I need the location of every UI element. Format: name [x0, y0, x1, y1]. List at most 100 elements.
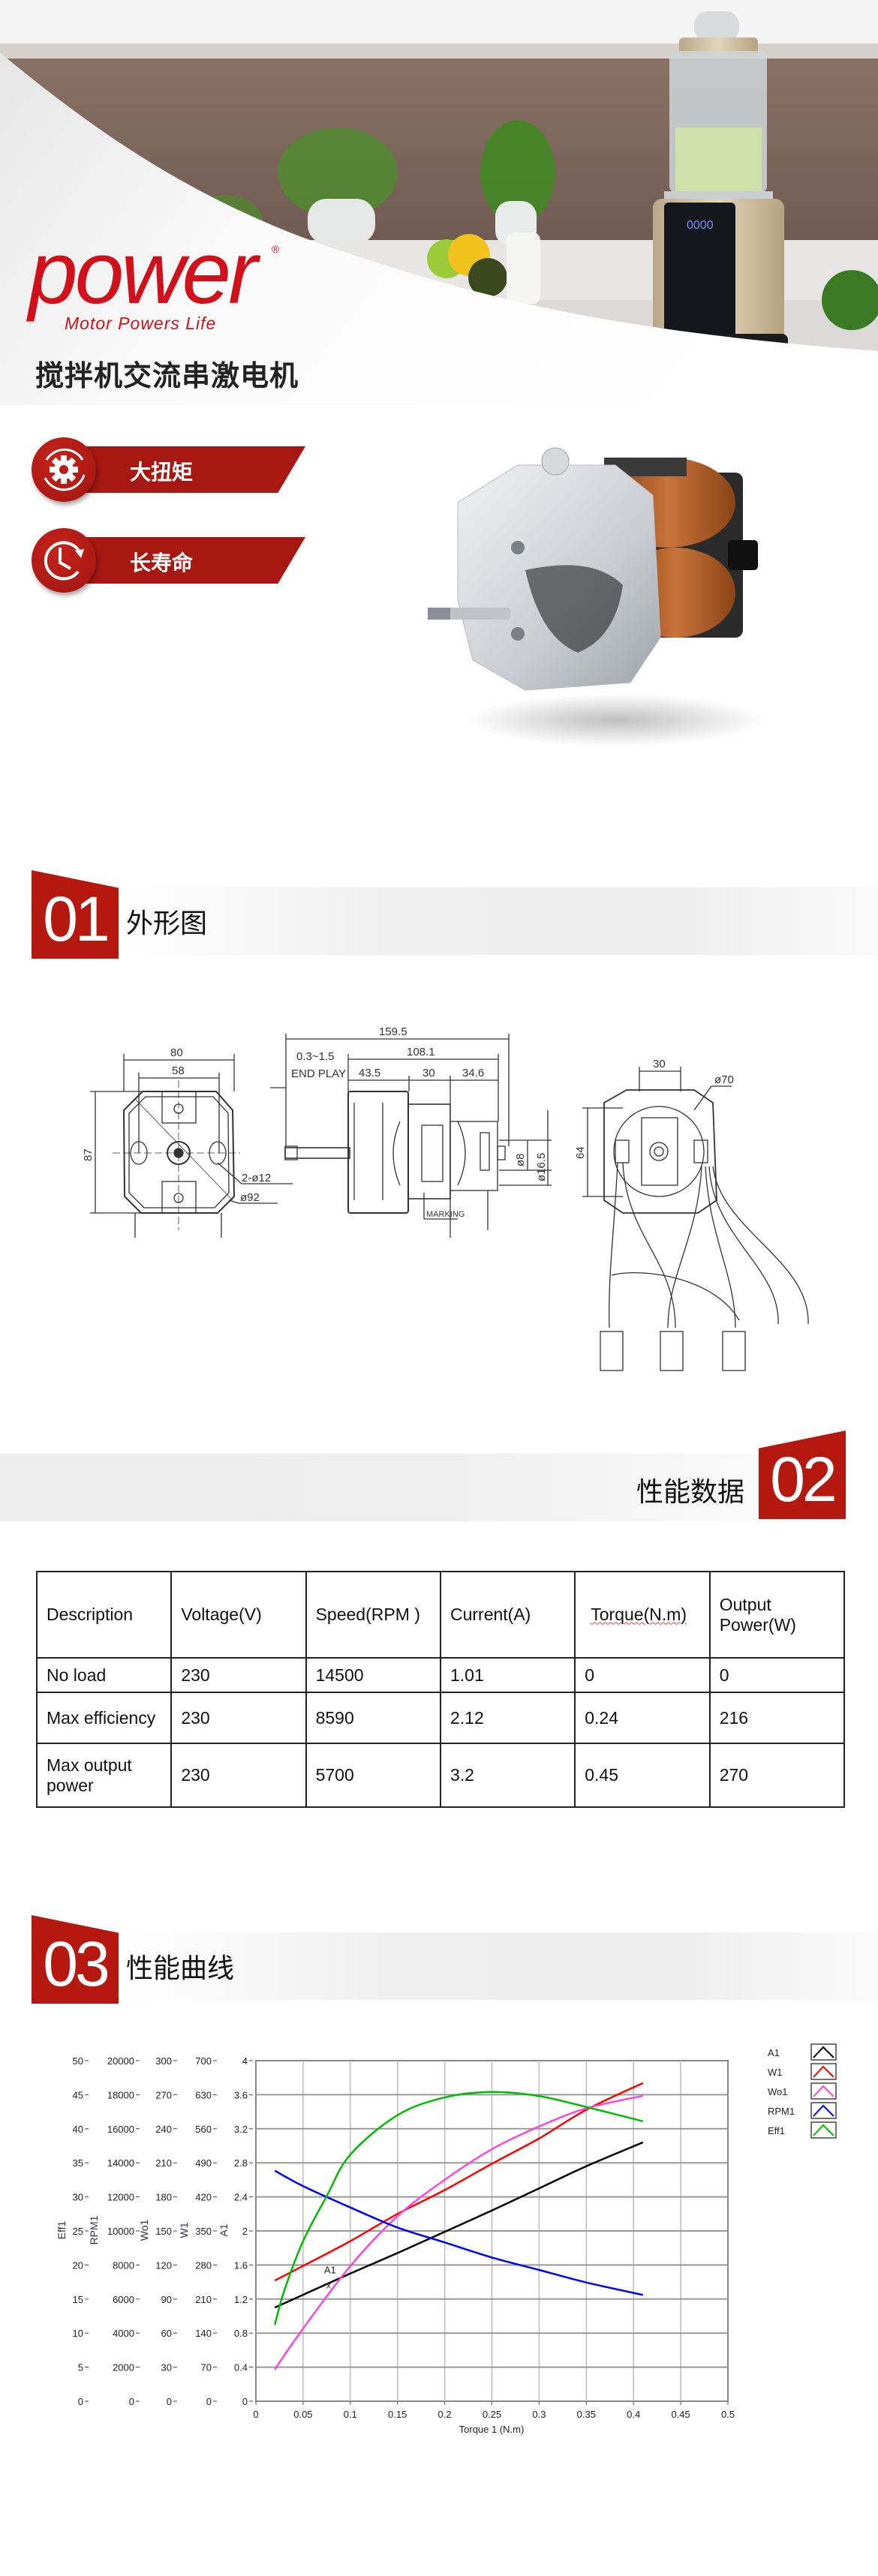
section-number: 02	[759, 1431, 846, 1519]
y-tick-label: 560	[195, 2124, 212, 2135]
table-cell: 0	[574, 1657, 711, 1693]
legend-swatch	[810, 2043, 837, 2061]
y-tick-label: 0.4	[234, 2362, 248, 2373]
feature-badge-torque: 大扭矩	[32, 434, 305, 502]
column-header: Speed(RPM )	[305, 1571, 441, 1659]
y-tick-label: 3.6	[234, 2089, 248, 2100]
section-number: 01	[32, 870, 119, 959]
y-tick-label: 2.4	[234, 2192, 248, 2203]
y-tick-label: 4000	[113, 2328, 134, 2339]
y-tick-label: 30	[161, 2362, 172, 2373]
gear-icon	[44, 448, 86, 491]
hero-swoosh	[0, 53, 878, 405]
dim-front-inner: 58	[172, 1064, 185, 1077]
table-cell: 230	[170, 1692, 307, 1744]
column-header: Current(A)	[439, 1571, 576, 1659]
feature-label: 大扭矩	[130, 460, 194, 485]
column-header-text: Torque(N.m)	[591, 1605, 687, 1625]
series-line-a1	[274, 2141, 644, 2309]
y-tick-label: 70	[201, 2362, 212, 2373]
series-line-eff1	[273, 2091, 644, 2325]
y-tick-label: 150	[155, 2226, 172, 2237]
legend-swatch	[810, 2121, 837, 2139]
y-tick-label: 25	[73, 2226, 83, 2237]
dim-shaft-diameter: ø8	[514, 1153, 527, 1166]
y-tick-label: 10000	[107, 2226, 134, 2237]
y-tick-label: 120	[155, 2259, 172, 2271]
legend-label: Wo1	[768, 2086, 788, 2097]
y-axis-title: Wo1	[138, 2220, 150, 2241]
y-tick-label: 40	[73, 2124, 83, 2135]
product-title: 搅拌机交流串激电机	[35, 359, 299, 392]
y-tick-label: 0	[129, 2396, 134, 2407]
section-title: 外形图	[126, 908, 208, 939]
dim-diameter: ø92	[240, 1191, 260, 1204]
y-axis-title: RPM1	[88, 2215, 100, 2244]
y-tick-label: 3.2	[234, 2124, 248, 2135]
y-tick-label: 60	[161, 2328, 172, 2339]
y-tick-label: 5	[78, 2362, 83, 2373]
marking-label: MARKING	[426, 1210, 465, 1219]
y-tick-label: 14000	[107, 2157, 134, 2169]
x-tick-label: 0.2	[438, 2409, 452, 2420]
y-tick-label: 2.8	[234, 2157, 248, 2169]
dim-hub-diameter: ø16.5	[535, 1153, 548, 1181]
legend-swatch	[810, 2102, 837, 2119]
feature-badge-lifetime: 长寿命	[32, 525, 305, 593]
dim-seg2: 30	[422, 1067, 435, 1079]
x-tick-label: 0.5	[721, 2409, 735, 2420]
column-header: Description	[35, 1571, 173, 1659]
x-tick-label: 0.45	[671, 2409, 690, 2420]
legend-line-icon	[813, 2124, 834, 2136]
y-tick-label: 700	[195, 2055, 212, 2067]
x-axis-title: Torque 1 (N.m)	[459, 2424, 525, 2435]
dim-end-diameter: ø70	[714, 1073, 734, 1086]
legend-label: A1	[768, 2047, 780, 2058]
table-header-row: Description Voltage(V) Speed(RPM ) Curre…	[35, 1571, 846, 1659]
x-tick-label: 0.05	[293, 2409, 312, 2420]
y-tick-label: 15	[73, 2294, 83, 2305]
dim-seg1: 43.5	[359, 1067, 380, 1079]
y-tick-label: 210	[195, 2294, 212, 2305]
legend-line-icon	[813, 2085, 834, 2097]
clock-icon	[44, 541, 84, 581]
brand-logo: power	[29, 224, 257, 323]
annotation-label: A1	[324, 2265, 336, 2276]
annotation-marker: x	[326, 2280, 331, 2291]
motor-photo	[428, 447, 765, 746]
table-cell: Max output power	[35, 1743, 173, 1808]
section-02-band	[0, 1454, 759, 1521]
table-cell: 216	[708, 1692, 846, 1744]
legend-swatch	[810, 2063, 837, 2080]
series-line-wo1	[274, 2094, 644, 2370]
y-axis-title: W1	[178, 2222, 190, 2238]
feature-label: 长寿命	[130, 551, 194, 575]
dim-end-width: 30	[653, 1058, 666, 1070]
brand-tagline: Motor Powers Life	[65, 314, 217, 333]
y-tick-label: 240	[155, 2124, 172, 2135]
y-tick-label: 6000	[113, 2294, 134, 2305]
x-tick-label: 0.15	[388, 2409, 407, 2420]
dim-seg3: 34.6	[462, 1067, 484, 1079]
y-tick-label: 0.8	[234, 2328, 248, 2339]
registered-mark: ®	[272, 243, 280, 255]
table-cell: 1.01	[439, 1657, 576, 1693]
y-tick-label: 4	[242, 2055, 248, 2067]
y-tick-label: 210	[155, 2157, 172, 2169]
section-01-band	[119, 887, 878, 955]
y-tick-label: 0	[78, 2396, 83, 2407]
x-tick-label: 0.1	[344, 2409, 357, 2420]
table-cell: 3.2	[439, 1743, 576, 1808]
y-tick-label: 270	[155, 2089, 172, 2100]
dim-end-height: 64	[574, 1146, 587, 1159]
y-tick-label: 0	[206, 2396, 212, 2407]
x-tick-label: 0.4	[627, 2409, 640, 2420]
table-cell: 2.12	[439, 1692, 576, 1744]
column-header: Output Power(W)	[708, 1571, 846, 1659]
section-title: 性能曲线	[126, 1953, 235, 1984]
blender-display: 0000	[687, 219, 714, 232]
y-axis-title: A1	[218, 2223, 230, 2236]
